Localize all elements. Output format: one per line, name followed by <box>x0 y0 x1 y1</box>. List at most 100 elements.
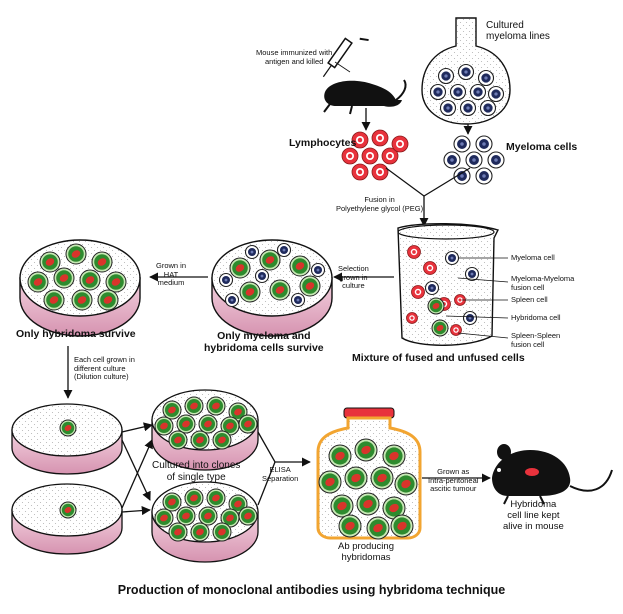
myeloma-cell <box>479 99 497 117</box>
hybridoma-cell <box>394 472 418 496</box>
hybridoma-cell <box>344 466 368 490</box>
hybridoma-cell <box>238 506 258 526</box>
flask-myeloma-cells <box>429 63 505 117</box>
hybridoma-cell <box>212 430 232 450</box>
figure-caption: Production of monoclonal antibodies usin… <box>117 583 506 597</box>
hybridoma-cell <box>239 281 261 303</box>
hybridoma-cell <box>206 396 226 416</box>
myeloma-cell <box>439 99 457 117</box>
lymphocyte-cell <box>454 294 466 306</box>
myeloma-cell <box>475 167 493 185</box>
legend-myeloma-cell: Myeloma cell <box>511 253 555 262</box>
hybridoma-cell <box>53 267 75 289</box>
label-lymphocytes: Lymphocytes <box>289 137 357 149</box>
hybridoma-cell <box>162 400 182 420</box>
legend-hybridoma-cell: Hybridoma cell <box>511 313 561 322</box>
myeloma-cell <box>453 167 471 185</box>
hybridoma-cell <box>79 269 101 291</box>
hybridoma-cell <box>269 279 291 301</box>
hybridoma-cell <box>370 466 394 490</box>
dead-mouse-icon <box>323 79 407 115</box>
legend-spleen-cell: Spleen cell <box>511 295 548 304</box>
myeloma-cell <box>310 262 326 278</box>
hybridoma-cell <box>328 444 352 468</box>
hybridoma-cell <box>206 488 226 508</box>
hybridoma-cell <box>299 275 321 297</box>
hybridoma-cell <box>105 271 127 293</box>
hybridoma-cell <box>382 496 406 520</box>
hybridoma-cell <box>190 522 210 542</box>
myeloma-cell <box>477 69 495 87</box>
lymphocyte-cell <box>381 147 399 165</box>
hybridoma-cell <box>43 289 65 311</box>
hybridoma-cell <box>198 414 218 434</box>
lymphocyte-cell <box>371 129 389 147</box>
hybridoma-cell <box>259 249 281 271</box>
hybridoma-cell <box>59 419 77 437</box>
myeloma-cell <box>437 67 455 85</box>
lymphocyte-cell <box>361 147 379 165</box>
myeloma-cell <box>424 280 440 296</box>
hybridoma-cell <box>427 297 445 315</box>
myeloma-cell <box>244 244 260 260</box>
hybridoma-cell <box>330 494 354 518</box>
hybridoma-cell <box>366 516 390 540</box>
myeloma-cell <box>449 83 467 101</box>
hybridoma-cell <box>318 470 342 494</box>
hybridoma-cell <box>238 414 258 434</box>
myeloma-cell <box>487 85 505 103</box>
hybridoma-cell <box>162 492 182 512</box>
hybridoma-cell <box>431 319 449 337</box>
hybridoma-cell <box>59 501 77 519</box>
myeloma-cell <box>457 63 475 81</box>
hybridoma-cell <box>198 506 218 526</box>
hybridoma-cell <box>190 430 210 450</box>
lymphocyte-cell <box>406 312 418 324</box>
hybridoma-cell <box>354 438 378 462</box>
myeloma-cell <box>487 151 505 169</box>
hybridoma-cell <box>71 289 93 311</box>
hybridoma-cell <box>39 251 61 273</box>
mixture-cells <box>406 245 480 337</box>
live-mouse-icon <box>492 444 613 505</box>
clone-cells <box>154 396 258 542</box>
lymphocyte-cell <box>391 135 409 153</box>
myeloma-cell <box>290 292 306 308</box>
lymphocyte-cell <box>407 245 421 259</box>
myeloma-cell <box>462 310 478 326</box>
legend-pointers <box>445 257 509 339</box>
hybridoma-cell <box>220 416 240 436</box>
hybridoma-cell <box>154 508 174 528</box>
myeloma-cell <box>218 272 234 288</box>
label-myeloma-cells: Myeloma cells <box>506 141 578 153</box>
hybridoma-cell <box>356 492 380 516</box>
lymphocyte-cell <box>450 324 462 336</box>
myeloma-cell <box>464 266 480 282</box>
myeloma-cell <box>465 151 483 169</box>
single-hybridoma-cells <box>59 419 77 519</box>
lymphocyte-cell <box>411 285 425 299</box>
hybridoma-cell <box>65 243 87 265</box>
myeloma-cell <box>276 242 292 258</box>
dilution-dish-bottom <box>11 483 123 555</box>
hybridoma-cell <box>390 514 414 538</box>
hybridoma-cell <box>289 255 311 277</box>
myeloma-cell <box>453 135 471 153</box>
lymphocyte-cell <box>351 163 369 181</box>
label-only-hybridoma: Only hybridoma survive <box>16 328 136 340</box>
